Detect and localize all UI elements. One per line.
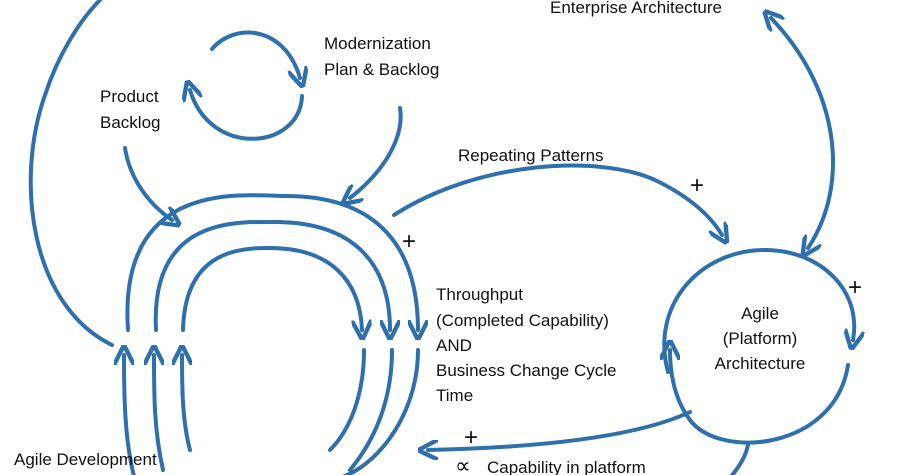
modernization-loop-right-arrow [210,30,300,78]
throughput-loop-outer-bottom [124,350,420,475]
agile-architecture-label-line1: Agile [741,304,779,323]
repeating-patterns-arrow [392,163,722,235]
product-backlog-arrow [123,146,172,220]
agile-development-label: Agile Development [14,450,157,469]
throughput-loop-outer-top [125,193,418,330]
enterprise-architecture-label: Enterprise Architecture [550,0,722,17]
plus-sign-throughput: + [402,228,417,255]
plus-sign-capability: + [464,424,479,451]
throughput-loop-inner-top [181,245,362,330]
product-backlog-label-line2: Backlog [100,113,161,132]
modernization-label-line2: Plan & Backlog [324,60,440,79]
product-backlog-label-line1: Product [100,87,159,106]
throughput-label-line3: AND [436,336,472,355]
capability-in-platform-label: Capability in platform [487,458,646,475]
plus-sign-repeating-patterns: + [690,172,705,199]
plus-sign-agile-architecture: + [848,274,863,301]
throughput-loop-middle-top [153,219,390,330]
repeating-patterns-label: Repeating Patterns [458,146,604,165]
capability-platform-arrow [428,410,692,450]
outer-feedback-arrow [28,0,114,347]
agile-architecture-label-line2: (Platform) [722,329,798,348]
throughput-label-line2: (Completed Capability) [436,311,609,330]
throughput-label-line4: Business Change Cycle [436,361,617,380]
modernization-label-line1: Modernization [324,34,431,53]
enterprise-architecture-arrow [771,18,835,248]
capability-platform-tail [729,443,750,475]
throughput-label-line1: Throughput [436,285,523,304]
throughput-label-line5: Time [436,386,474,405]
modernization-plan-arrow [350,106,403,198]
proportional-sign: ∝ [455,453,471,475]
agile-architecture-loop-top [662,247,854,374]
agile-architecture-label-line3: Architecture [714,354,806,373]
throughput-loop-inner-bottom [182,350,366,452]
throughput-loop-middle-bottom [154,350,394,472]
agile-architecture-loop-bottom [670,350,850,445]
modernization-loop-left-arrow [190,90,304,141]
